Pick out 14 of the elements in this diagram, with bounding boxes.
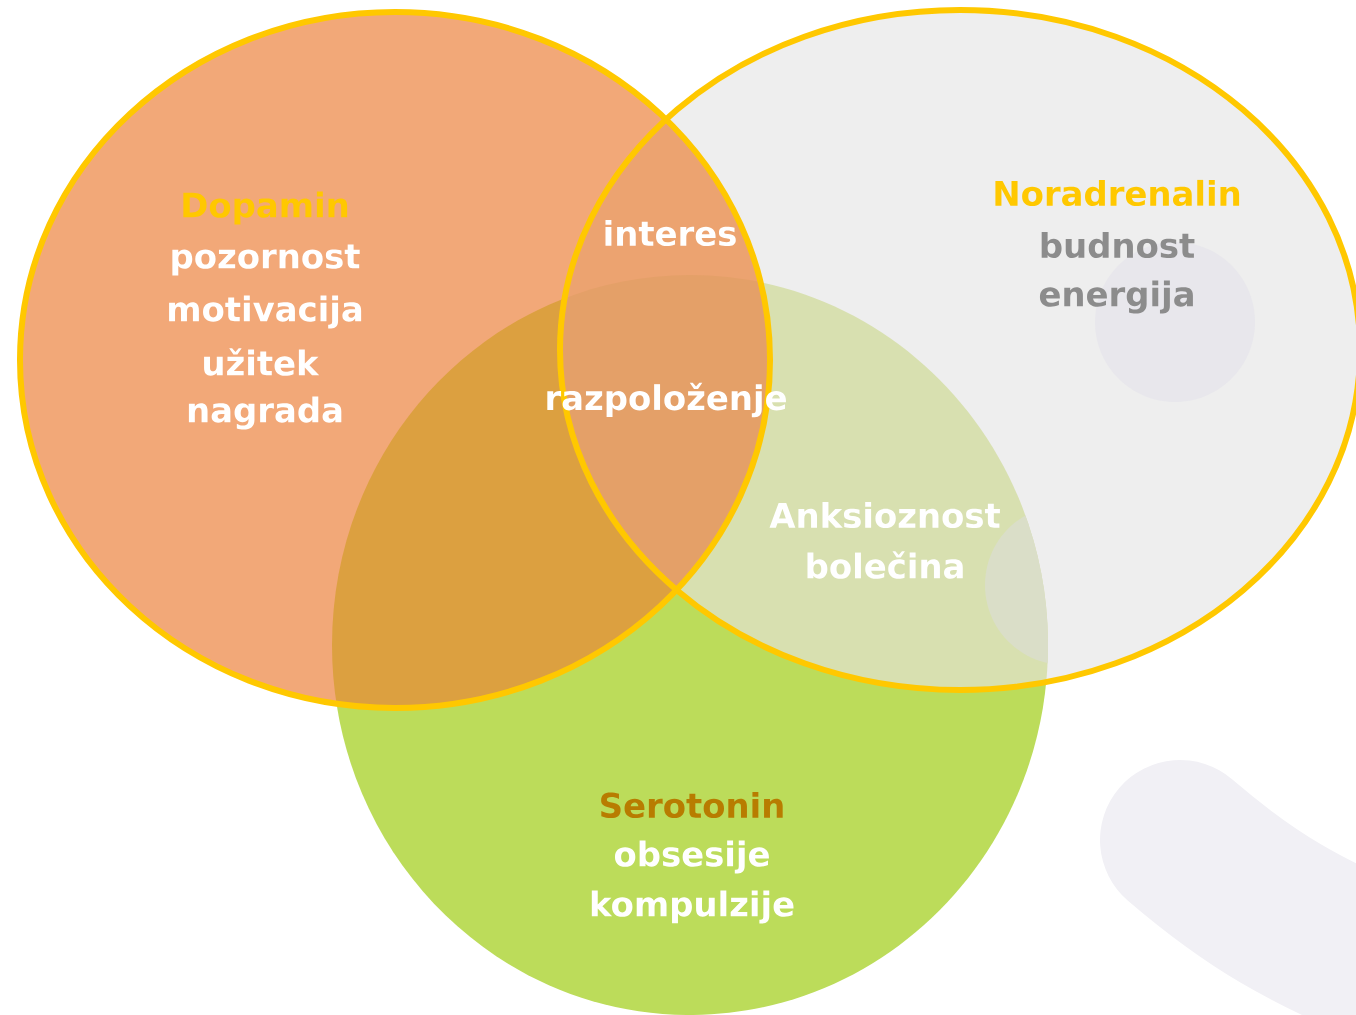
item-text: energija [1039,280,1193,314]
item-text: kompulzije [591,890,794,924]
heading-text: Noradrenalin [995,179,1240,207]
region-label: bolečina [807,551,963,579]
item-text: budnost [1041,231,1195,259]
region-label: interes [605,219,736,247]
region-label: Anksioznost [769,501,1000,529]
heading-text: Dopamin [183,191,348,225]
item-text: motivacija [169,295,362,329]
item-text: nagrada [188,396,342,430]
item-text: obsesije [614,840,769,874]
heading-text: Serotonin [601,791,783,819]
item-text: užitek [204,348,320,376]
item-text: pozornost [172,244,360,276]
